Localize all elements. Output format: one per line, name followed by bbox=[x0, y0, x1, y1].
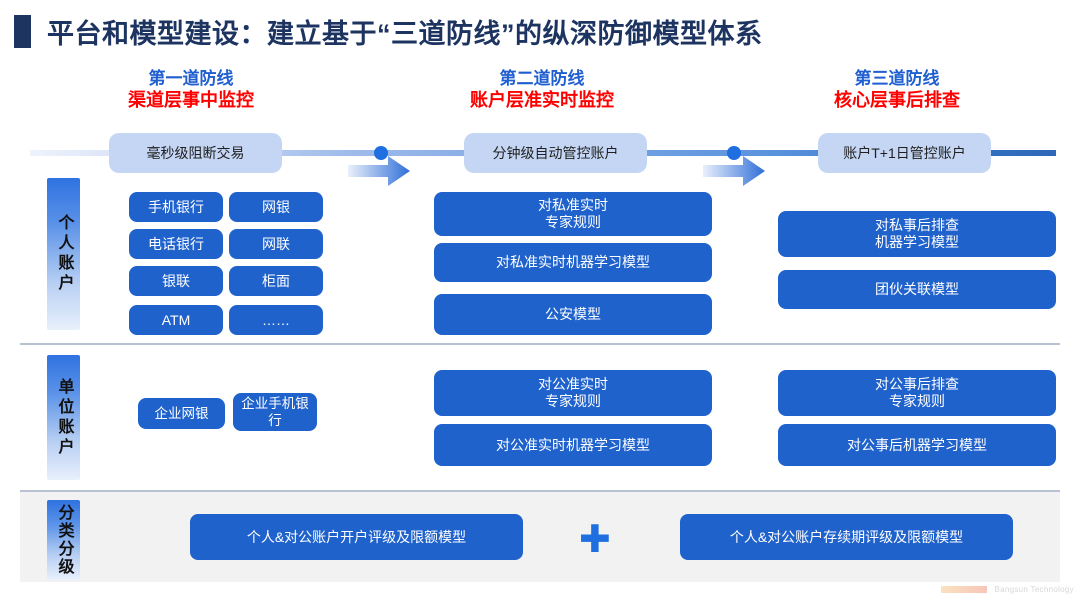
classification-box[interactable]: 个人&对公账户存续期评级及限额模型 bbox=[680, 514, 1013, 560]
section-tab-classification-label: 分类分级 bbox=[55, 504, 73, 576]
model-box[interactable]: 团伙关联模型 bbox=[778, 270, 1056, 309]
timeline: 毫秒级阻断交易 分钟级自动管控账户 账户T+1日管控账户 bbox=[0, 133, 1080, 173]
classification-box[interactable]: 个人&对公账户开户评级及限额模型 bbox=[190, 514, 523, 560]
section-tab-corporate-label: 单位账户 bbox=[55, 377, 73, 458]
watermark-logo: Bangsun Technology bbox=[941, 582, 1074, 596]
model-box[interactable]: 对公准实时机器学习模型 bbox=[434, 424, 712, 466]
watermark-text: Bangsun Technology bbox=[994, 584, 1074, 594]
channel-box[interactable]: 企业手机银行 bbox=[233, 393, 317, 431]
timeline-chip-3: 账户T+1日管控账户 bbox=[818, 133, 991, 173]
channel-box[interactable]: …… bbox=[229, 305, 323, 335]
model-box[interactable]: 对公事后排查 专家规则 bbox=[778, 370, 1056, 416]
model-box[interactable]: 对私准实时机器学习模型 bbox=[434, 243, 712, 282]
channel-box[interactable]: 网银 bbox=[229, 192, 323, 222]
timeline-chip-2: 分钟级自动管控账户 bbox=[464, 133, 647, 173]
defense-line-1-header: 第一道防线 渠道层事中监控 bbox=[66, 68, 316, 111]
defense-line-3-title: 第三道防线 bbox=[854, 69, 940, 88]
timeline-dot-1 bbox=[374, 146, 388, 160]
section-divider bbox=[20, 343, 1060, 345]
defense-line-1-title: 第一道防线 bbox=[148, 69, 234, 88]
model-box[interactable]: 对私事后排查 机器学习模型 bbox=[778, 211, 1056, 257]
arrow-right-icon bbox=[703, 156, 765, 186]
model-box[interactable]: 公安模型 bbox=[434, 294, 712, 335]
channel-box[interactable]: 电话银行 bbox=[129, 229, 223, 259]
plus-icon: ✚ bbox=[579, 519, 611, 561]
channel-box[interactable]: 企业网银 bbox=[138, 398, 225, 429]
watermark-bar-icon bbox=[941, 585, 988, 593]
channel-box[interactable]: 柜面 bbox=[229, 266, 323, 296]
defense-line-2-subtitle: 账户层准实时监控 bbox=[470, 90, 614, 110]
section-divider bbox=[20, 490, 1060, 492]
model-box[interactable]: 对私准实时 专家规则 bbox=[434, 192, 712, 236]
channel-box[interactable]: 银联 bbox=[129, 266, 223, 296]
defense-line-2-title: 第二道防线 bbox=[499, 69, 585, 88]
timeline-dot-2 bbox=[727, 146, 741, 160]
defense-line-headers: 第一道防线 渠道层事中监控 第二道防线 账户层准实时监控 第三道防线 核心层事后… bbox=[0, 68, 1080, 186]
arrow-right-icon bbox=[348, 156, 410, 186]
defense-line-1-subtitle: 渠道层事中监控 bbox=[128, 90, 254, 110]
defense-line-3-subtitle: 核心层事后排查 bbox=[834, 90, 960, 110]
channel-box[interactable]: 网联 bbox=[229, 229, 323, 259]
channel-box[interactable]: 手机银行 bbox=[129, 192, 223, 222]
section-tab-classification: 分类分级 bbox=[47, 500, 80, 580]
page-header: 平台和模型建设：建立基于“三道防线”的纵深防御模型体系 bbox=[0, 0, 1080, 62]
page-title: 平台和模型建设：建立基于“三道防线”的纵深防御模型体系 bbox=[47, 18, 763, 49]
section-tab-personal-label: 个人账户 bbox=[55, 214, 73, 294]
model-box[interactable]: 对公事后机器学习模型 bbox=[778, 424, 1056, 466]
defense-line-3-header: 第三道防线 核心层事后排查 bbox=[772, 68, 1022, 111]
defense-line-2-header: 第二道防线 账户层准实时监控 bbox=[417, 68, 667, 111]
model-box[interactable]: 对公准实时 专家规则 bbox=[434, 370, 712, 416]
section-tab-corporate: 单位账户 bbox=[47, 355, 80, 480]
title-accent-bar bbox=[14, 14, 31, 48]
channel-box[interactable]: ATM bbox=[129, 305, 223, 335]
section-tab-personal: 个人账户 bbox=[47, 178, 80, 330]
timeline-chip-1: 毫秒级阻断交易 bbox=[109, 133, 282, 173]
